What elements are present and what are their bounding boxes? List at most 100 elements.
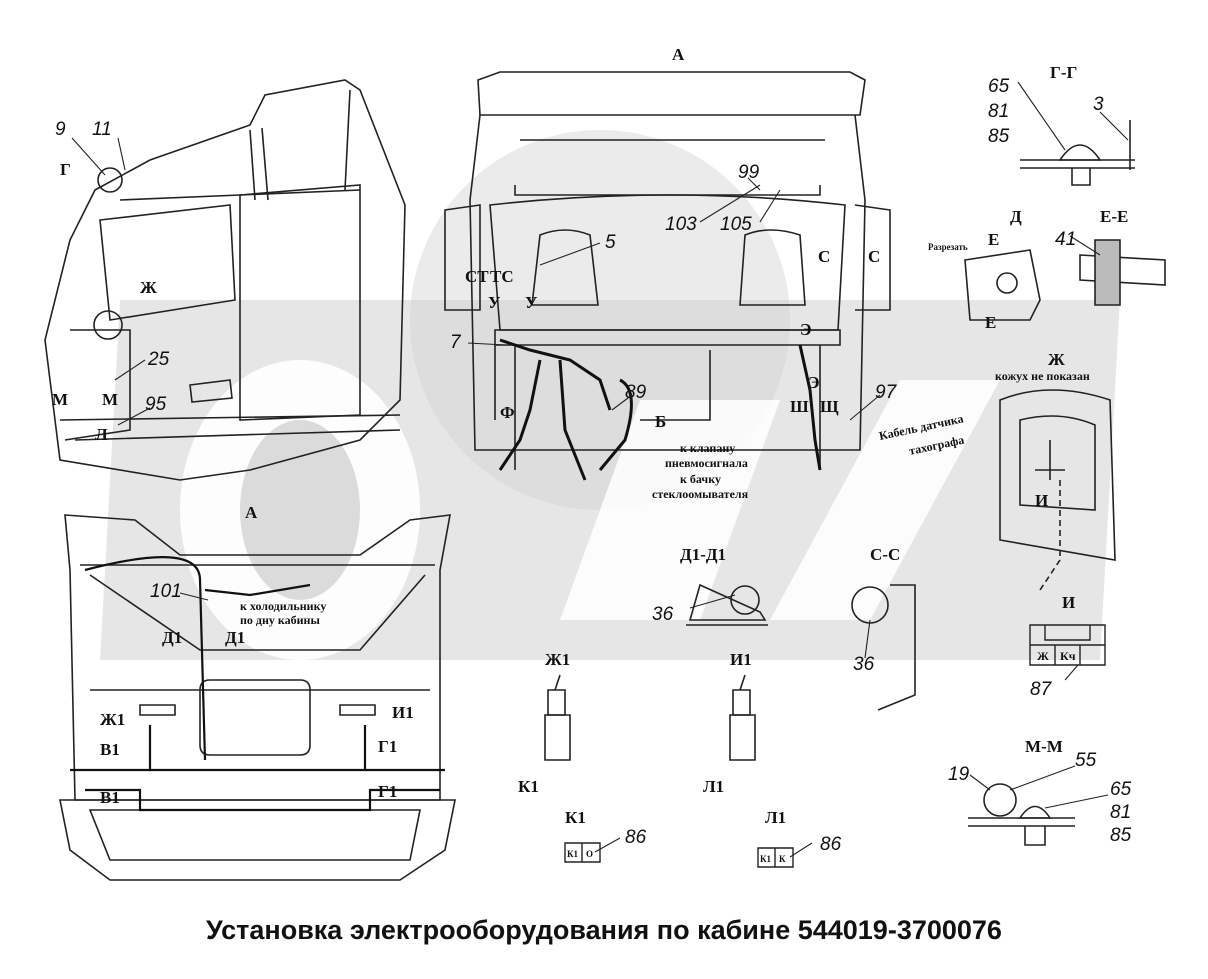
- l1-box-drawing: [757, 847, 794, 868]
- cab-rear-view: [59, 514, 456, 881]
- part-95: 95: [145, 394, 167, 415]
- letter-l: Л: [95, 425, 108, 444]
- note-washer-1: к бачку: [680, 472, 721, 486]
- watermark-logo: [100, 130, 1120, 660]
- part-gg-85: 85: [988, 126, 1010, 147]
- letter-sh: Ш: [790, 397, 809, 416]
- letter-d1b: Д1: [225, 628, 245, 647]
- diagram-caption: Установка электрооборудования по кабине …: [206, 915, 1002, 945]
- letter-ts: ТС: [490, 267, 514, 286]
- section-gg-title: Г-Г: [1050, 63, 1077, 82]
- letter-k1: К1: [518, 777, 539, 796]
- part-36b: 36: [853, 654, 875, 675]
- letter-e-dn: Е: [985, 313, 996, 332]
- letter-g1a: Г1: [378, 737, 397, 756]
- detail-k1-title: К1: [565, 808, 586, 827]
- section-gg-drawing: [1020, 120, 1135, 186]
- letter-m2: М: [102, 390, 118, 409]
- detail-zh1-title: Ж1: [545, 650, 570, 669]
- note-pneumo-2: пневмосигнала: [665, 456, 748, 470]
- section-d-drawing: [964, 249, 1041, 321]
- letter-kch: Кч: [1060, 649, 1076, 663]
- part-25: 25: [147, 349, 170, 370]
- section-cc-title: С-С: [870, 545, 900, 564]
- part-87: 87: [1030, 679, 1053, 700]
- detail-l1-title: Л1: [765, 808, 786, 827]
- part-41: 41: [1055, 229, 1076, 250]
- part-101: 101: [150, 581, 182, 602]
- part-11: 11: [92, 119, 112, 140]
- section-d1d1-drawing: [686, 583, 768, 626]
- cab-rear-harness: [70, 556, 445, 812]
- letter-l1-box1: К1: [760, 854, 772, 864]
- letter-i: И: [1035, 491, 1048, 510]
- letter-k1-box1: К1: [567, 849, 579, 859]
- section-mm-title: М-М: [1025, 737, 1063, 756]
- part-gg-65: 65: [988, 76, 1010, 97]
- section-ee-drawing: [1079, 239, 1166, 306]
- part-gg-81: 81: [988, 101, 1009, 122]
- letter-b: Б: [655, 412, 666, 431]
- part-9: 9: [55, 119, 66, 140]
- part-99: 99: [738, 162, 760, 183]
- letter-v1a: В1: [100, 740, 120, 759]
- cab-front-view: [444, 71, 891, 470]
- letter-e-up: Е: [988, 230, 999, 249]
- letter-f: Ф: [500, 403, 515, 422]
- view-a-label: А: [245, 503, 258, 522]
- section-d-title: Д: [1010, 207, 1022, 226]
- note-to-fridge-2: по дну кабины: [240, 613, 320, 627]
- part-19: 19: [948, 764, 970, 785]
- letter-m1: М: [52, 390, 68, 409]
- section-i-title: И: [1062, 593, 1075, 612]
- letter-zh1: Ж1: [100, 710, 125, 729]
- view-arrow-a-top: А: [672, 45, 685, 64]
- detail-i1-title: И1: [730, 650, 752, 669]
- connector-zh1-drawing: [544, 674, 571, 761]
- letter-eh: Э: [800, 320, 812, 339]
- cut-label: Разрезать: [928, 242, 968, 252]
- letter-zh: Ж: [140, 278, 157, 297]
- letter-l1: Л1: [703, 777, 724, 796]
- letter-zh-box: Ж: [1037, 649, 1049, 663]
- cab-side-view: [44, 79, 406, 481]
- part-55: 55: [1075, 750, 1097, 771]
- section-i-drawing: [1029, 624, 1106, 666]
- letter-st: СТ: [465, 267, 489, 286]
- letter-u1: У: [488, 293, 501, 312]
- section-zh-title: Ж: [1048, 350, 1065, 369]
- section-d1d1-title: Д1-Д1: [680, 545, 726, 564]
- letter-l1-box2: К: [779, 854, 786, 864]
- letter-shch: Щ: [820, 397, 839, 416]
- part-86b: 86: [820, 834, 842, 855]
- part-103: 103: [665, 214, 697, 235]
- part-89: 89: [625, 382, 647, 403]
- part-3: 3: [1093, 94, 1104, 115]
- letter-s1: С: [818, 247, 830, 266]
- section-zh-drawing: [999, 389, 1116, 591]
- letter-eh2: Э: [808, 373, 820, 392]
- part-97: 97: [875, 382, 898, 403]
- section-zh-note: кожух не показан: [995, 369, 1090, 383]
- part-36a: 36: [652, 604, 674, 625]
- section-ee-title: Е-Е: [1100, 207, 1128, 226]
- part-86a: 86: [625, 827, 647, 848]
- k1-box-drawing: [564, 842, 601, 863]
- section-mm-drawing: [968, 783, 1075, 846]
- note-washer-2: стеклоомывателя: [652, 487, 749, 501]
- letter-d1a: Д1: [162, 628, 182, 647]
- part-mm-65: 65: [1110, 779, 1132, 800]
- note-pneumo-1: к клапану: [680, 441, 735, 455]
- part-mm-85: 85: [1110, 825, 1132, 846]
- part-105: 105: [720, 214, 752, 235]
- letter-s2: С: [868, 247, 880, 266]
- letter-k1-box2: О: [586, 849, 593, 859]
- leader-lines: [71, 81, 1129, 858]
- part-mm-81: 81: [1110, 802, 1131, 823]
- letter-i1: И1: [392, 703, 414, 722]
- cab-front-harness: [498, 338, 822, 481]
- letter-g: Г: [60, 160, 71, 179]
- connector-i1-drawing: [729, 674, 756, 761]
- letter-v1b: В1: [100, 788, 120, 807]
